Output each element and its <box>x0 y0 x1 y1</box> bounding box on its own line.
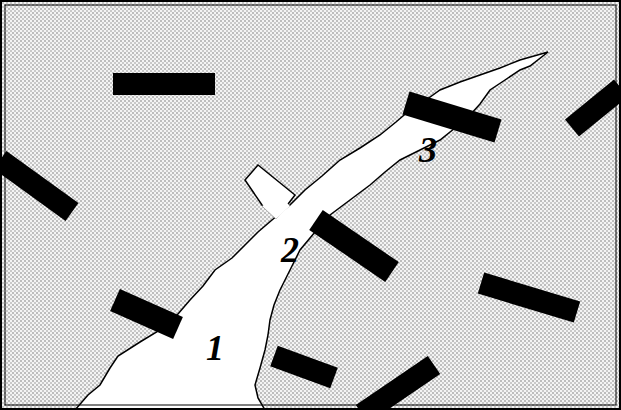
callout-number: 2 <box>281 232 299 268</box>
callout-number: 3 <box>419 132 437 168</box>
channel <box>75 52 548 410</box>
inner-frame <box>5 5 616 405</box>
bars <box>0 73 621 410</box>
side-channel <box>245 165 295 218</box>
callout-number: 1 <box>206 330 224 366</box>
